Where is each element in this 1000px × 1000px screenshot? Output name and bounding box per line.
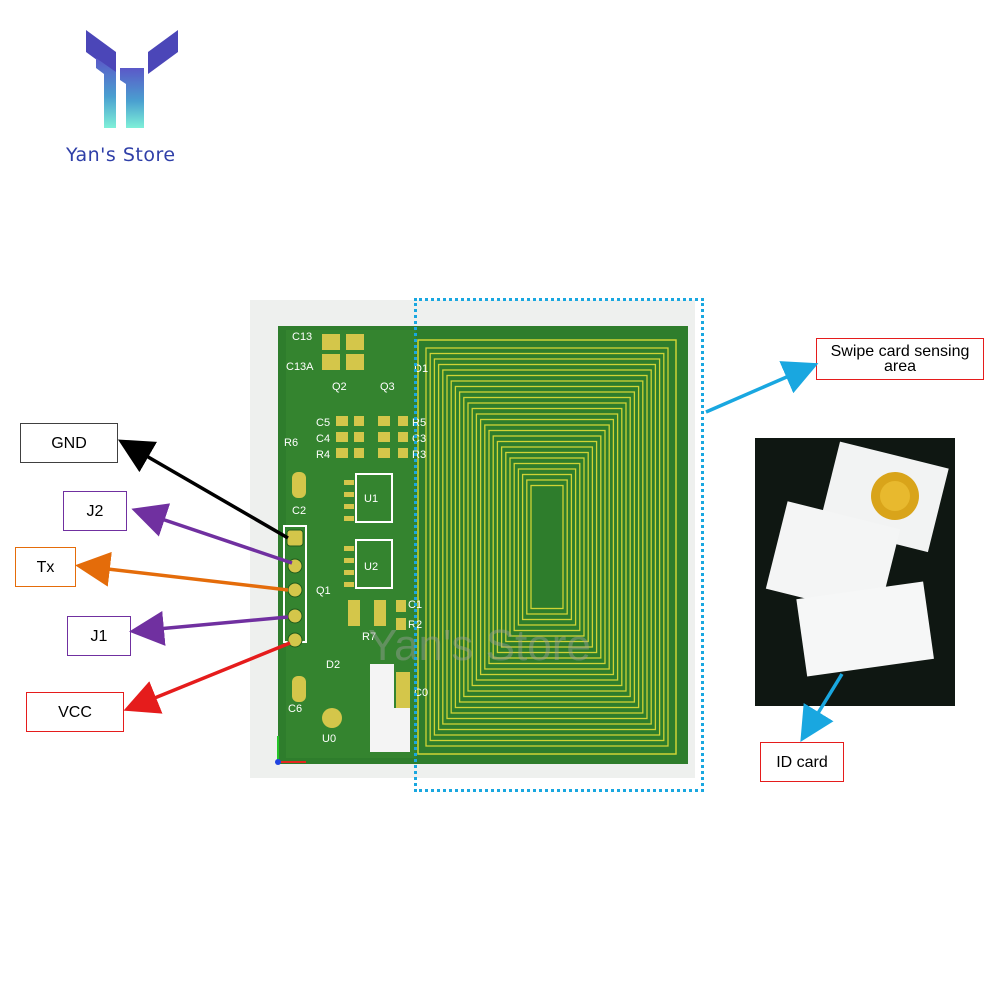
- id-card-arrow: [800, 673, 844, 742]
- antenna-loop: [442, 369, 652, 725]
- antenna-loop: [496, 440, 598, 654]
- antenna-loop: [433, 358, 661, 736]
- sensing-area-label: Swipe card sensing area: [816, 338, 984, 380]
- antenna-loop: [500, 446, 594, 648]
- silk-q2: Q2: [332, 381, 347, 393]
- tx-label: Tx: [15, 547, 76, 587]
- vcc-label: VCC: [26, 692, 124, 732]
- antenna-loop: [425, 347, 669, 747]
- silk-d2: D2: [326, 659, 340, 671]
- j1-arrow: [129, 611, 289, 646]
- silk-q3: Q3: [380, 381, 395, 393]
- antenna-loop: [463, 396, 631, 698]
- silk-c2: C2: [292, 505, 306, 517]
- j2-arrow: [131, 503, 293, 565]
- silk-c0: C0: [414, 687, 428, 699]
- antenna-loop: [475, 413, 619, 681]
- antenna-loop: [446, 374, 648, 720]
- antenna-loop: [479, 418, 615, 676]
- j1-label: J1: [67, 616, 131, 656]
- antenna-loop: [429, 352, 665, 742]
- silk-c5: C5: [316, 417, 330, 429]
- antenna-loop: [521, 473, 573, 621]
- sensing-area-arrow: [705, 361, 819, 414]
- antenna-loop: [509, 457, 585, 637]
- silk-q1: Q1: [316, 585, 331, 597]
- antenna-loop: [437, 363, 657, 731]
- antenna-loop: [467, 402, 627, 692]
- silk-r4: R4: [316, 449, 330, 461]
- antenna-loop: [484, 424, 610, 670]
- gnd-label: GND: [20, 423, 118, 463]
- watermark-text: Yan's Store: [368, 621, 591, 670]
- id-card-photo: [755, 438, 955, 706]
- pcb-board-image: C13 C13A Q2 Q3 D1 R6 C5 C4 R4 R5 C3 R3 C…: [250, 300, 695, 778]
- id-card-label: ID card: [760, 742, 844, 782]
- silk-u0: U0: [322, 733, 336, 745]
- antenna-loop: [454, 385, 640, 709]
- sensing-area-label-line1: Swipe card sensing: [830, 343, 970, 360]
- antenna-loop: [505, 451, 589, 643]
- silk-r7: R7: [362, 631, 376, 643]
- antenna-loop: [492, 435, 602, 659]
- brand-name: Yan's Store: [66, 144, 176, 166]
- silk-r6: R6: [284, 437, 298, 449]
- silk-d1: D1: [414, 363, 428, 375]
- antenna-loop: [526, 479, 568, 615]
- silk-c13: C13: [292, 331, 312, 343]
- antenna-loop: [517, 468, 577, 626]
- silk-c13a: C13A: [286, 361, 314, 373]
- y-logo-icon: [86, 30, 178, 128]
- sensing-area-frame: [414, 298, 704, 792]
- silk-u2: U2: [364, 561, 378, 573]
- tx-arrow: [75, 551, 289, 592]
- antenna-loop: [513, 462, 581, 632]
- antenna-loop: [450, 380, 644, 714]
- antenna-loop: [458, 391, 636, 703]
- silk-c4: C4: [316, 433, 330, 445]
- antenna-loop: [471, 407, 623, 687]
- j2-label: J2: [63, 491, 127, 531]
- axis-marker-icon: [275, 736, 306, 765]
- antenna-loop: [530, 484, 564, 610]
- sensing-area-label-line2: area: [883, 358, 917, 375]
- antenna-loop: [488, 429, 606, 665]
- gnd-arrow: [117, 439, 289, 540]
- vcc-arrow: [123, 641, 291, 714]
- silk-c6: C6: [288, 703, 302, 715]
- silk-u1: U1: [364, 493, 378, 505]
